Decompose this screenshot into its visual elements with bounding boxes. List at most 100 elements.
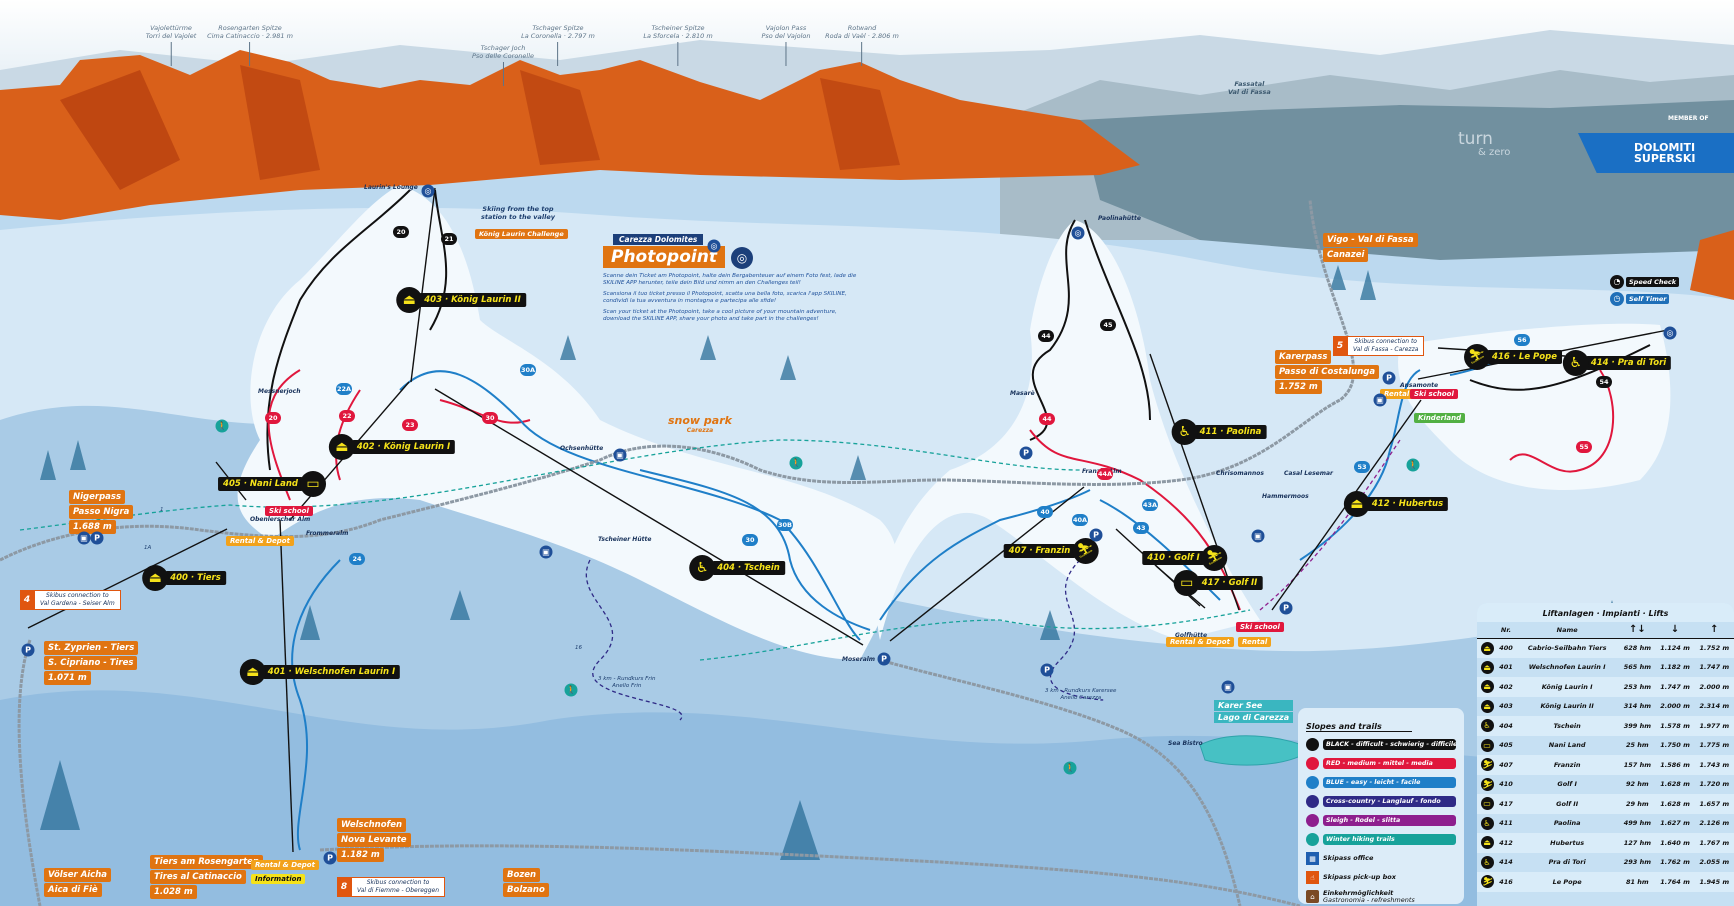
hut-label[interactable]: Paolinahütte [1098,215,1141,222]
hut-label[interactable]: Obenlerscher Alm [250,516,311,523]
peak-pointer [861,42,863,66]
lift-vertical: 314 hm [1623,702,1651,711]
lift-marker[interactable]: ⏏402 · König Laurin I [328,434,456,460]
hut-label[interactable]: Ansamonte [1400,382,1439,389]
lift-marker[interactable]: ⏏401 · Welschnofen Laurin I [239,659,401,685]
badge-information[interactable]: Information [251,874,306,884]
parking-icon: P [1382,371,1396,385]
lift-marker[interactable]: ♿404 · Tschein [689,555,785,581]
lift-label: 410 · Golf I [1142,551,1205,565]
badge-rental-depot[interactable]: Rental & Depot [1166,637,1234,647]
badge-rental-depot[interactable]: Rental & Depot [251,860,319,870]
hut-label[interactable]: Hammermoos [1262,493,1309,500]
hut-label[interactable]: Laurin's Lounge [364,184,418,191]
slope-number-blue: 43A [1142,499,1158,511]
badge-rental-depot[interactable]: Rental & Depot [226,536,294,546]
sleigh-icon [1306,814,1319,827]
hiker-icon: 🚶 [1406,458,1420,472]
peak-altitude: Pso delle Coronelle [471,52,535,60]
parking-icon: P [1279,601,1293,615]
badge-rental[interactable]: Rental [1238,637,1272,647]
carpet-lift-icon: ▭ [1480,738,1494,752]
slopes-legend: Slopes and trails BLACK - difficult - sc… [1298,708,1464,904]
photopoint-camera-icon[interactable]: ◎ [707,239,721,253]
hut-label[interactable]: Golfhütte [1175,632,1208,639]
skibus-line1: Skibus connection to [366,879,430,886]
hiker-icon: 🚶 [1063,761,1077,775]
lift-top-altitude: 2.126 m [1699,819,1730,828]
legend-label: Cross-country - Langlauf - fondo [1323,796,1456,807]
hut-label[interactable]: Chrisomannos [1216,470,1264,477]
hut-label[interactable]: Ochsenhütte [560,445,604,452]
place-label-line: Passo di Costalunga [1275,365,1380,379]
lift-name: Golf I [1557,780,1577,789]
hut-label[interactable]: Casal Lesemar [1284,470,1334,477]
hut-label[interactable]: Frommeralm [306,530,349,537]
lift-number: 402 [1497,677,1515,697]
place-label-line: Nigerpass [69,490,126,504]
slope-number-red: 55 [1576,441,1592,453]
lift-table-title: Liftanlagen · Impianti · Lifts [1477,603,1734,622]
photopoint-camera-icon[interactable]: ◎ [1663,326,1677,340]
lift-marker[interactable]: ⛷407 · Franzin [1003,538,1099,564]
lift-top-altitude: 2.055 m [1699,858,1730,867]
lift-name: Paolina [1553,819,1581,828]
lift-marker[interactable]: ⏏400 · Tiers [142,565,226,591]
self-timer[interactable]: ◷Self Timer [1610,292,1670,306]
photopoint-camera-icon[interactable]: ◎ [1071,226,1085,240]
badge-ski-school[interactable]: Ski school [1236,622,1284,632]
challenge-label[interactable]: König Laurin Challenge [475,229,568,239]
lift-marker[interactable]: ♿411 · Paolina [1171,419,1267,445]
lift-marker[interactable]: ⏏403 · König Laurin II [396,287,526,313]
lift-marker[interactable]: ⛷410 · Golf I [1142,545,1228,571]
slope-number-blue: 22A [336,383,352,395]
black-slope-dot [1306,738,1319,751]
col-name: Name [1515,622,1620,639]
place-label-line: Völser Aicha [44,868,112,882]
place-label-line: Bozen [503,868,541,882]
photopoint-camera-icon[interactable]: ◎ [421,184,435,198]
photopoint-subtitle: Carezza Dolomites [613,234,704,245]
hut-label[interactable]: Masarè [1010,390,1035,397]
lift-marker[interactable]: ♿414 · Pra di Tori [1562,350,1672,376]
hut-label[interactable]: Messnerjoch [258,388,301,395]
slope-number-blue: 30A [520,364,536,376]
badge-rental[interactable]: Rental [1380,389,1414,399]
hut-label[interactable]: Tscheiner Hütte [598,536,652,543]
legend-label: RED - medium - mittel - media [1323,758,1456,769]
lift-label: 402 · König Laurin I [351,440,456,454]
lift-name: Le Pope [1515,872,1620,892]
gondola-icon: ⏏ [239,659,266,685]
lift-label: 400 · Tiers [165,571,226,585]
slope-number-blue: 30B [777,519,793,531]
lift-marker[interactable]: ⏏412 · Hubertus [1343,491,1449,517]
hut-label[interactable]: Moseralm [842,656,876,663]
photopoint-title: Photopoint [603,246,725,268]
badge-kinderland[interactable]: Kinderland [1414,413,1466,423]
lift-bottom-altitude: 1.628 m [1655,794,1695,814]
hiker-icon: 🚶 [564,683,578,697]
peak-altitude: La Sforcela · 2.810 m [643,32,713,40]
challenge-note: Skiing from the top station to the valle… [480,205,556,221]
lift-bottom-altitude: 1.124 m [1655,638,1695,658]
lift-marker[interactable]: ▭417 · Golf II [1173,570,1263,596]
lift-type-cell: ⛷ [1477,755,1497,775]
badge-ski-school[interactable]: Ski school [265,506,313,516]
hut-label[interactable]: Sea Bistro [1168,740,1203,747]
slope-number-red: 30 [482,412,498,424]
badge-ski-school[interactable]: Ski school [1410,389,1458,399]
lift-marker[interactable]: ▭405 · Nani Land [218,471,326,497]
lift-type-cell: ⛷ [1477,775,1497,795]
peak-altitude: Pso del Vajolon [761,32,811,40]
speed-check[interactable]: ◔Speed Check [1610,275,1680,289]
gondola-icon: ⏏ [1480,641,1494,655]
lift-marker[interactable]: ⛷416 · Le Pope [1464,344,1562,370]
